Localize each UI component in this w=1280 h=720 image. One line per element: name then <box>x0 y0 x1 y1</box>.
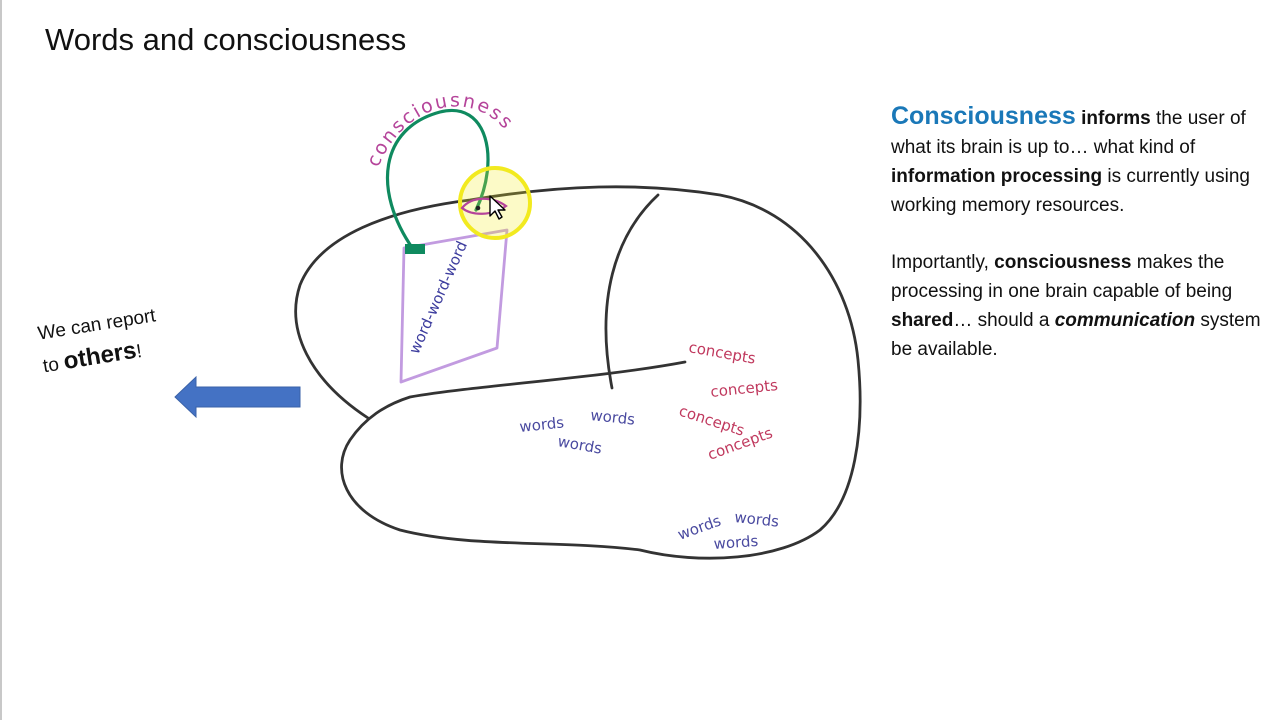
paragraph-1: Consciousness informs the user of what i… <box>891 102 1261 220</box>
words-label-1: words <box>519 413 566 436</box>
paragraph-2: Importantly, consciousness makes the pro… <box>891 248 1261 364</box>
term-consciousness: Consciousness <box>891 102 1076 130</box>
concepts-label-3: concepts <box>677 402 747 440</box>
p2-text-3: … should a <box>953 310 1055 331</box>
brain-outline <box>294 185 862 560</box>
p2-text-1: Importantly, <box>891 252 995 273</box>
p1-text-2: is currently using working memory resour… <box>891 166 1250 216</box>
report-arrow <box>174 375 301 419</box>
box-label: word-word-word <box>405 238 471 356</box>
term-shared: shared <box>891 310 954 331</box>
mouse-cursor-icon <box>489 195 506 220</box>
words-label-6: words <box>713 532 759 553</box>
term-communication: communication <box>1054 310 1196 331</box>
words-label-5: words <box>734 508 781 531</box>
explanation-panel: Consciousness informs the user of what i… <box>891 102 1261 392</box>
term-information-processing: information processing <box>891 166 1103 187</box>
loop-anchor <box>405 244 425 254</box>
working-memory-box <box>399 228 509 384</box>
p2-text-2: makes the processing in one brain capabl… <box>891 252 1233 302</box>
words-label-2: words <box>590 406 637 429</box>
word-informs: informs <box>1081 108 1151 129</box>
slide-title: Words and consciousness <box>45 22 407 57</box>
term-consciousness-2: consciousness <box>994 252 1132 273</box>
words-label-3: words <box>556 432 603 458</box>
concepts-label-1: concepts <box>687 338 757 368</box>
eye-pupil <box>475 205 481 211</box>
p2-text-4: system be available. <box>891 310 1261 360</box>
central-sulcus <box>604 193 660 390</box>
report-to: to <box>41 353 61 377</box>
slide-left-edge <box>0 0 2 720</box>
consciousness-loop-label: consciousness <box>362 90 518 170</box>
eye-icon <box>460 197 508 215</box>
p1-text-1: the user of what its brain is up to… wha… <box>891 108 1246 158</box>
consciousness-loop <box>385 108 490 251</box>
concepts-label-2: concepts <box>710 376 779 401</box>
